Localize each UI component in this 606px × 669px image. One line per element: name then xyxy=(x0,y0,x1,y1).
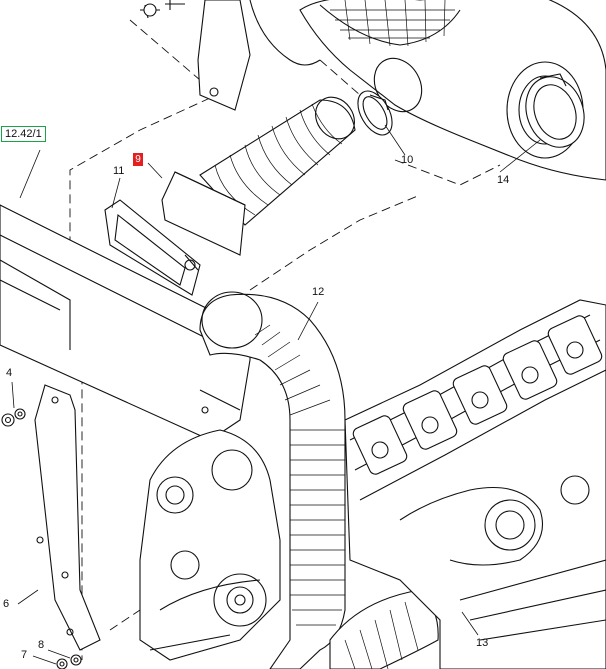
highlighted-callout-9[interactable]: 9 xyxy=(133,153,143,166)
callout-12: 12 xyxy=(312,286,325,298)
callout-14: 14 xyxy=(497,174,510,186)
side-bracket xyxy=(34,384,101,651)
callout-10: 10 xyxy=(401,154,414,166)
callout-7: 7 xyxy=(21,649,28,661)
engine-block xyxy=(344,299,606,669)
cover-plate xyxy=(0,204,251,441)
filter-frame xyxy=(104,199,201,296)
callout-6: 6 xyxy=(3,598,10,610)
section-reference-link[interactable]: 12.42/1 xyxy=(1,126,46,142)
bellows-hose xyxy=(161,96,356,256)
engine-front xyxy=(139,429,281,661)
callout-13: 13 xyxy=(476,637,489,649)
callout-8: 8 xyxy=(38,639,45,651)
callout-leaders xyxy=(11,124,541,665)
mounting-bracket-top xyxy=(140,0,251,111)
callout-11: 11 xyxy=(113,165,125,177)
hose-clamps xyxy=(357,73,585,148)
intake-hose xyxy=(199,291,439,669)
fasteners xyxy=(1,3,157,669)
callout-4: 4 xyxy=(6,367,13,379)
